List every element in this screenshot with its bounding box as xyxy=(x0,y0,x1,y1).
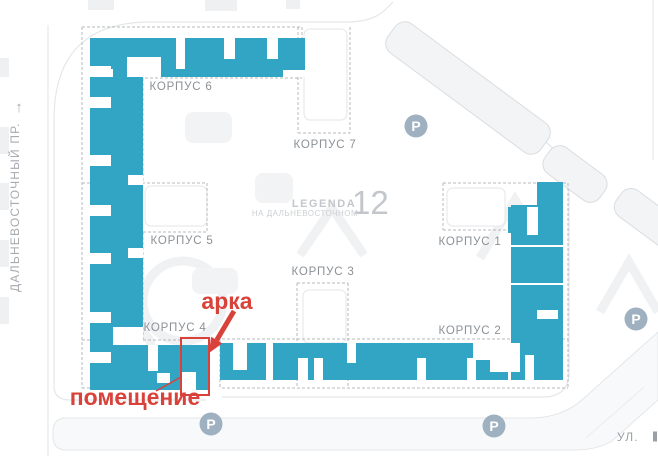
clipped-letter-fragment xyxy=(653,431,657,442)
label-korpus-7: КОРПУС 7 xyxy=(293,139,356,151)
label-korpus-3: КОРПУС 3 xyxy=(291,266,354,278)
svg-text:P: P xyxy=(206,416,215,432)
parking-icon: P xyxy=(482,414,506,438)
building-labels: КОРПУС 6 КОРПУС 7 КОРПУС 5 КОРПУС 3 КОРП… xyxy=(143,81,501,337)
label-korpus-4: КОРПУС 4 xyxy=(143,322,206,334)
parking-icon: P xyxy=(404,114,428,138)
bottom-right-street-name: УЛ. xyxy=(617,430,638,444)
arch-annotation-label: арка xyxy=(201,288,252,314)
logo-brand: LEGENDA xyxy=(292,198,356,210)
label-korpus-2: КОРПУС 2 xyxy=(438,325,501,337)
svg-text:P: P xyxy=(489,418,498,434)
road-inner-line xyxy=(585,386,645,439)
left-street-name: ДАЛЬНЕВОСТОЧНЫЙ ПР. xyxy=(7,122,22,292)
top-neighbour-blocks xyxy=(88,0,300,11)
left-street-ticks xyxy=(0,58,9,324)
arch-arrow-icon xyxy=(209,309,237,353)
label-korpus-6: КОРПУС 6 xyxy=(149,81,212,93)
complex-logo: LEGENDA 12 НА ДАЛЬНЕВОСТОЧНОМ xyxy=(252,184,389,221)
premises-leader-line xyxy=(155,376,182,392)
parking-icon: P xyxy=(199,412,223,436)
svg-text:P: P xyxy=(631,311,640,327)
red-annotations: арка помещение xyxy=(70,288,253,410)
built-buildings xyxy=(90,38,563,390)
street-labels: ДАЛЬНЕВОСТОЧНЫЙ ПР. ↑ УЛ. xyxy=(7,99,657,444)
courtyard-outline xyxy=(53,1,570,401)
parking-icons: P P P P xyxy=(199,114,648,438)
diagonal-neighbour-buildings xyxy=(385,21,658,248)
parking-icon: P xyxy=(624,307,648,331)
label-korpus-1: КОРПУС 1 xyxy=(438,236,501,248)
courtyard-lawns xyxy=(185,112,293,294)
street-direction-arrow-icon: ↑ xyxy=(15,99,23,116)
premises-annotation-label: помещение xyxy=(70,384,200,410)
building-cutouts xyxy=(90,38,563,390)
logo-subtitle: НА ДАЛЬНЕВОСТОЧНОМ xyxy=(252,209,358,218)
svg-text:P: P xyxy=(411,118,420,134)
logo-number: 12 xyxy=(352,184,389,221)
premises-highlight-rect xyxy=(180,337,210,396)
building-korpus-2 xyxy=(220,343,508,380)
unbuilt-buildings xyxy=(144,28,506,344)
label-korpus-5: КОРПУС 5 xyxy=(150,235,213,247)
